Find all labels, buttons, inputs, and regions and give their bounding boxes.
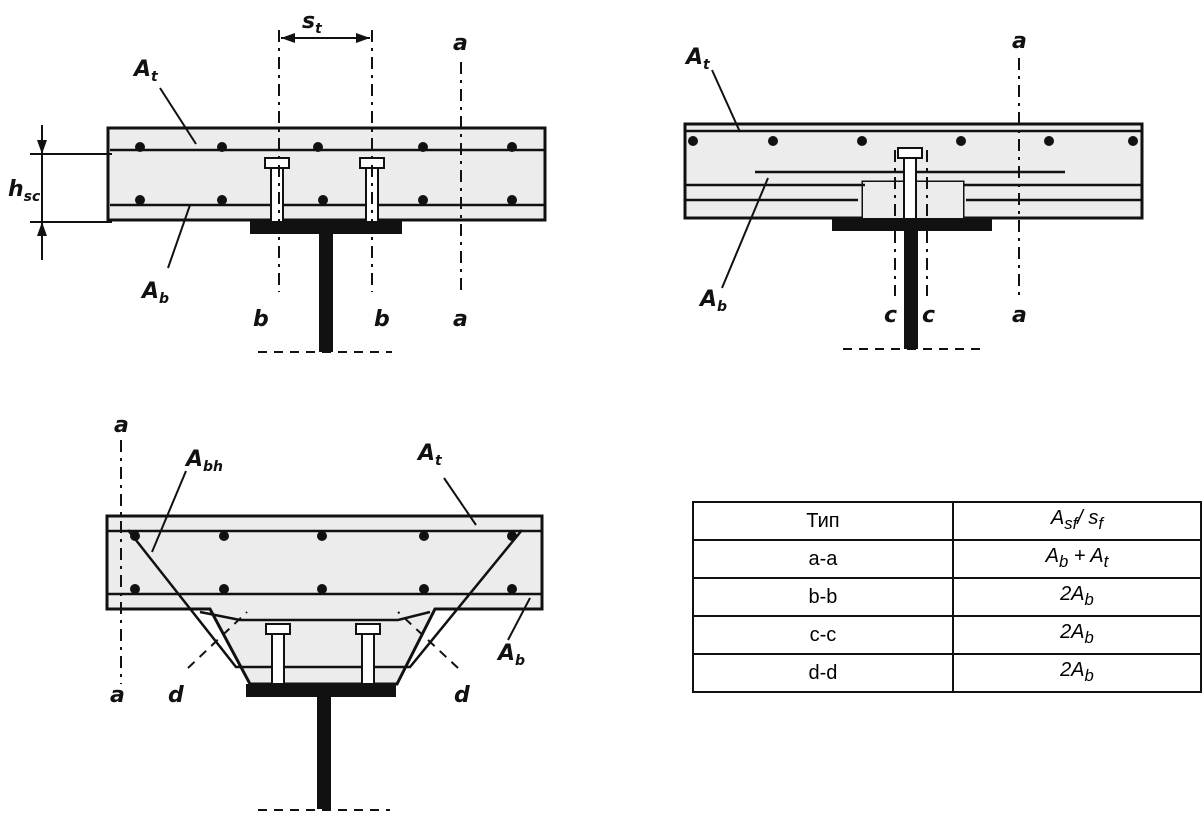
rebar-dots-2 [688,136,1138,146]
steel-flange-1 [250,221,402,234]
figure-haunched-slab: Abh At Ab a a d d [105,413,544,811]
label-a-top-2: a [1012,29,1027,54]
steel-flange-2 [832,218,992,231]
section-d-right [397,611,459,669]
figure-solid-slab: st hsc At Ab a a b b [8,9,547,353]
row-formula: 2Ab [951,577,1202,617]
label-a-bottom-2: a [1012,303,1027,328]
label-b-right: b [374,307,390,332]
table-row: a-a Ab + At [692,539,1202,579]
label-d-right: d [454,683,470,708]
label-at-2: At [684,45,711,73]
label-d-left: d [168,683,184,708]
row-type: d-d [692,653,954,693]
figure-profiled-slab: At Ab a a c c [683,29,1144,350]
row-type: a-a [692,539,954,579]
row-type: b-b [692,577,954,617]
steel-flange-3 [246,684,396,697]
label-b-left: b [253,307,269,332]
section-d-left [187,611,248,669]
at-leader-1 [159,87,197,145]
row-formula: 2Ab [951,653,1202,693]
type-table: Тип Asf/ sf a-a Ab + At b-b 2Ab c-c 2Ab … [692,501,1202,693]
ab-leader-2 [721,177,769,289]
label-ab-2: Ab [698,287,727,315]
header-formula: Asf/ sf [951,501,1202,541]
label-a-bottom-3: a [110,683,125,708]
label-st: st [302,9,323,37]
steel-web-2 [904,231,918,349]
label-ab-3: Ab [496,641,525,669]
table-row: b-b 2Ab [692,577,1202,617]
table-header-row: Тип Asf/ sf [692,501,1202,541]
label-c-right: c [922,303,935,328]
label-a-top-3: a [114,413,129,438]
steel-web-1 [319,234,333,352]
studs-3 [265,623,381,685]
label-at-1: At [132,57,159,85]
haunch-bar [127,529,523,669]
ab-leader-3 [507,597,531,641]
at-leader-3 [443,477,477,526]
abh-leader [151,470,187,553]
rebar-dots-3 [130,531,517,594]
ab-leader-1 [167,204,191,269]
row-type: c-c [692,615,954,655]
at-leader-2 [711,69,741,133]
label-a-top-1: a [453,31,468,56]
label-abh: Abh [184,447,223,475]
slab-3 [105,514,544,686]
label-hsc: hsc [8,177,41,205]
table-row: c-c 2Ab [692,615,1202,655]
haunch-inner-bar [199,610,431,622]
label-c-left: c [884,303,897,328]
table-row: d-d 2Ab [692,653,1202,693]
label-a-bottom-1: a [453,307,468,332]
label-at-3: At [416,441,443,469]
header-type: Тип [692,501,954,541]
row-formula: 2Ab [951,615,1202,655]
label-ab-1: Ab [140,279,169,307]
rebar-dots-1 [135,142,517,205]
steel-web-3 [317,697,331,809]
row-formula: Ab + At [951,539,1202,579]
